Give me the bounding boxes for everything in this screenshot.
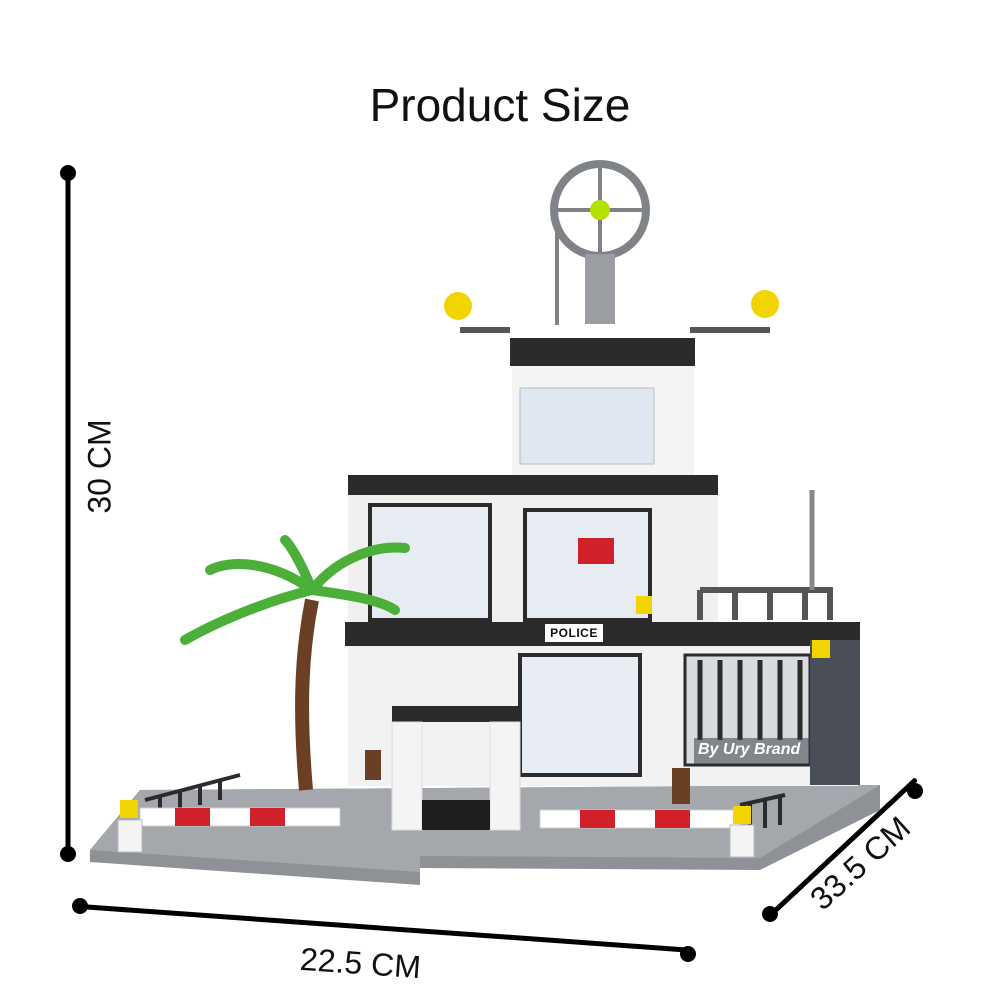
left-barrier-gate [117,800,341,853]
roof-railing [697,587,833,620]
right-barrier-gate [539,806,755,858]
roof-light-left-icon [444,292,510,333]
ground-window [518,653,642,777]
radar-dish-icon [550,160,650,325]
height-bottom-dot [60,846,76,862]
upper-window-center [523,508,652,622]
police-sign: POLICE [545,624,603,642]
roof-light-right-icon [690,290,779,333]
dog-figure-right-icon [672,768,690,804]
dog-figure-left-icon [365,750,381,780]
warning-light-center [812,640,830,658]
tower-roof [510,338,695,366]
red-flag [578,538,614,564]
palm-trunk [295,598,319,791]
tower-window [519,387,655,465]
palm-leaves-icon [180,535,410,645]
jail-bars [697,660,803,740]
page-title: Product Size [369,79,631,131]
depth-left-dot [762,906,778,922]
brand-label-backdrop [694,738,820,764]
upper-window-left [368,503,492,622]
entrance-canopy [392,706,522,722]
upper-floor-frame [348,475,718,495]
entrance-left-pillar [391,721,423,831]
brand-watermark: By Ury Brand [698,741,801,758]
entrance-right-pillar [489,721,521,831]
entrance-door [422,800,490,830]
warning-light-pillar [636,596,652,614]
side-wing [810,640,860,785]
width-right-dot [680,946,696,962]
